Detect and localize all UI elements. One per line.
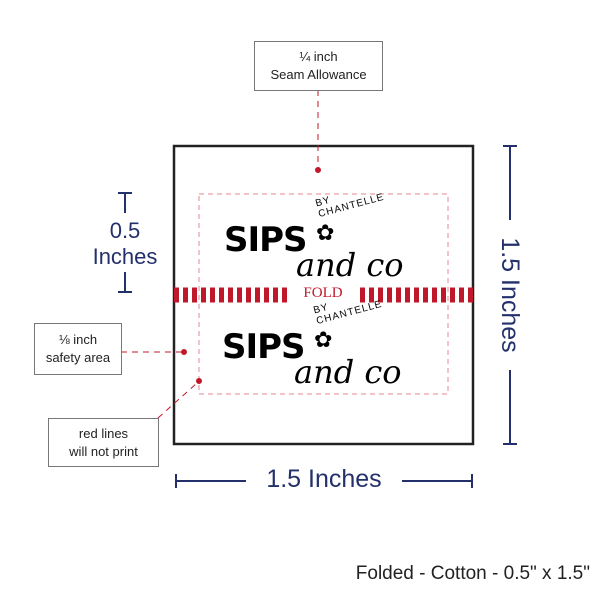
left-dimension: 0.5 Inches — [80, 218, 170, 270]
safety-area-label: ⅛ inch safety area — [34, 323, 122, 375]
safety-line1: ⅛ inch — [58, 332, 98, 347]
seam-line1: ¼ inch — [299, 49, 338, 64]
fold-label: FOLD — [303, 285, 343, 301]
dimension-lines — [118, 145, 517, 488]
logo-sub: and co — [294, 353, 402, 391]
logo-sub: and co — [296, 246, 404, 284]
redlines-line2: will not print — [69, 443, 138, 459]
logo-name: SIPS — [222, 327, 306, 367]
seam-line2: Seam Allowance — [270, 67, 367, 82]
flower-icon: ✿ — [316, 220, 335, 245]
bottom-dimension: 1.5 Inches — [266, 465, 382, 493]
red-lines-label: red lines will not print — [48, 418, 159, 467]
logo-bottom: BY CHANTELLE SIPS ✿ and co — [222, 299, 402, 395]
safety-line2: safety area — [45, 350, 111, 365]
flower-icon: ✿ — [314, 327, 333, 352]
seam-pointer — [121, 90, 321, 419]
redlines-line1: red lines — [78, 425, 129, 441]
seam-allowance-label: ¼ inch Seam Allowance — [254, 41, 383, 91]
left-dim-value: 0.5 — [109, 218, 141, 243]
left-dim-unit: Inches — [92, 244, 158, 269]
logo-name: SIPS — [224, 220, 308, 260]
logo-top: BY CHANTELLE SIPS ✿ and co — [224, 192, 404, 288]
product-caption: Folded - Cotton - 0.5" x 1.5" — [355, 563, 590, 584]
right-dimension: 1.5 Inches — [496, 237, 524, 353]
